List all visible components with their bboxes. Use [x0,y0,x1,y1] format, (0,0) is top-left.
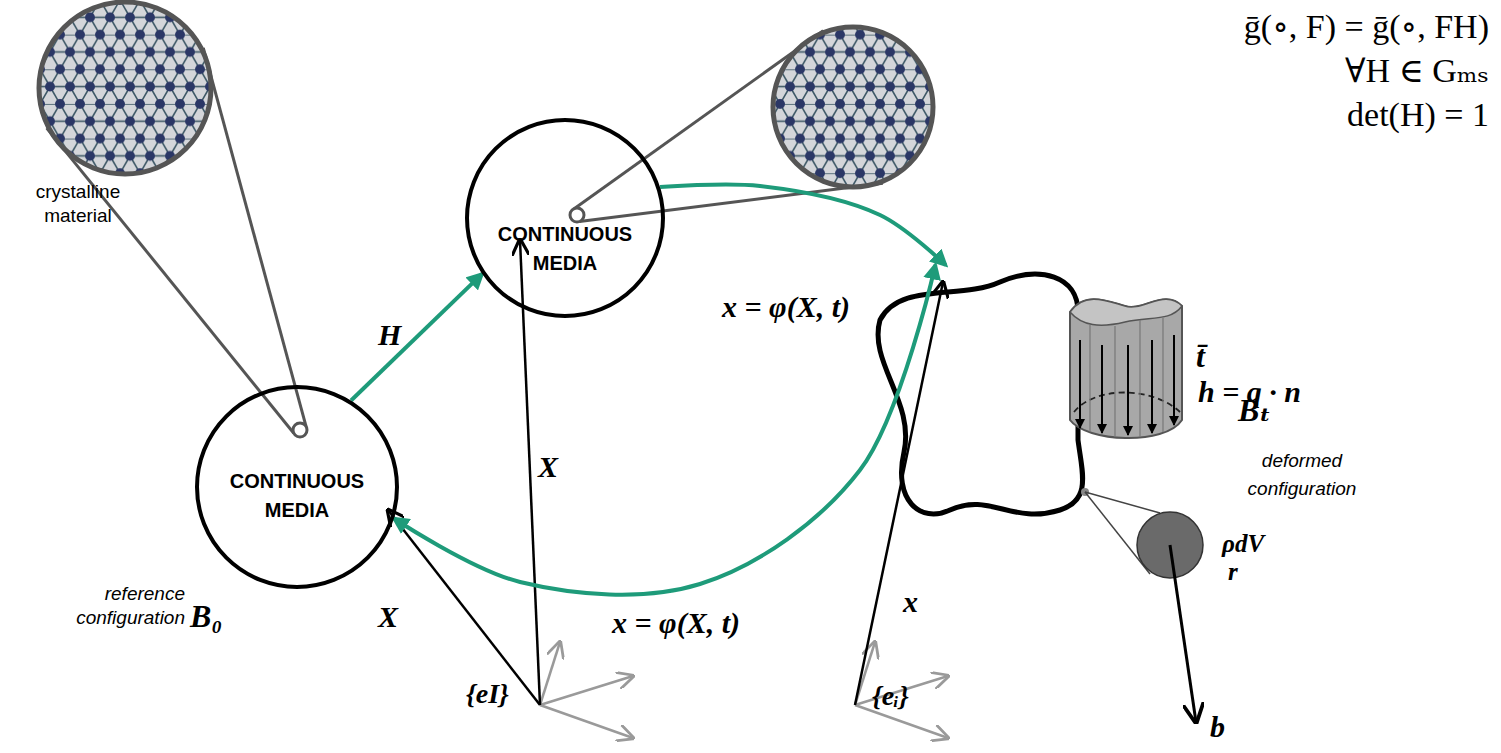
position-vector: x [903,583,918,621]
zoom-rings-part [293,423,307,437]
zoom-right-part [580,183,883,221]
heat-flux-equation: h = q · n [1198,373,1301,411]
traction-cylinder-part [1151,340,1153,433]
traction-cylinder-part [1114,326,1115,437]
node-caption: deformed configuration [1242,447,1362,502]
frame-left [388,240,633,738]
symmetry-equation: ḡ(∘, F) = ḡ(∘, FH) [1244,6,1489,49]
mapping-label: H [378,318,401,352]
mapping-label: x = φ(X, t) [722,290,850,324]
basis-label: {eI} [466,676,509,711]
zoom-rings-part [570,208,584,222]
position-vector: X [538,448,558,486]
traction-cylinder-part [1070,299,1182,438]
deformed-configuration: Bₜdeformed configuration [880,265,1085,525]
mapping-label: x = φ(X, t) [612,606,740,640]
basis-label: {eᵢ} [872,678,909,713]
traction-cylinder-part [1080,335,1174,435]
zoom-right [575,27,934,222]
traction-cylinder [1070,299,1182,438]
frame-left-part [540,676,633,705]
node-label: CONTINUOUS MEDIA [227,467,367,525]
traction-symbol: t̄ [1196,336,1205,376]
traction-cylinder-part [1090,318,1163,437]
heat-source-label: r [1228,556,1238,587]
frame-right [855,282,948,738]
zoom-left-part [203,48,306,427]
traction-cylinder-part [1089,325,1090,432]
traction-cylinder-part [1127,345,1129,435]
mass-element-part [1085,492,1160,513]
continuum-circle: CONTINUOUS MEDIA [195,385,399,589]
frame-left-part [520,240,540,705]
zoom-left-part [39,2,211,174]
traction-cylinder-part [1101,345,1103,433]
body-force-label: b [1210,708,1225,746]
mass-label: ρdV [1222,528,1264,559]
configuration-note: reference configuration [40,582,185,630]
traction-cylinder-part [1162,318,1163,432]
mapping-arrow [660,185,945,265]
deformed-body [878,274,1083,514]
mapping-arrow [394,265,935,595]
frame-right-part [855,282,943,705]
symmetry-group: ∀H ∈ Gₘₛ [1345,50,1489,93]
mapping-arrow [351,274,482,401]
node-label: CONTINUOUS MEDIA [495,220,635,278]
mass-element-part [1170,545,1196,722]
traction-cylinder-part [1070,299,1182,325]
zoom-right-part [773,27,933,187]
traction-cylinder-part [1139,320,1140,437]
traction-cylinder-part [1079,340,1081,428]
configuration-symbol: B₀ [190,596,223,636]
deformed-body-part [878,274,1083,514]
position-vector: X [378,598,398,636]
frame-left-part [540,705,633,738]
zoom-left-part [47,128,294,433]
determinant-condition: det(H) = 1 [1347,94,1489,137]
traction-cylinder-part [1173,335,1175,425]
mass-element [1081,488,1203,722]
frame-left-part [388,510,540,705]
continuum-circle: CONTINUOUS MEDIA [465,118,665,318]
material-note: crystalline material [8,180,148,228]
frame-left-part [540,642,560,705]
